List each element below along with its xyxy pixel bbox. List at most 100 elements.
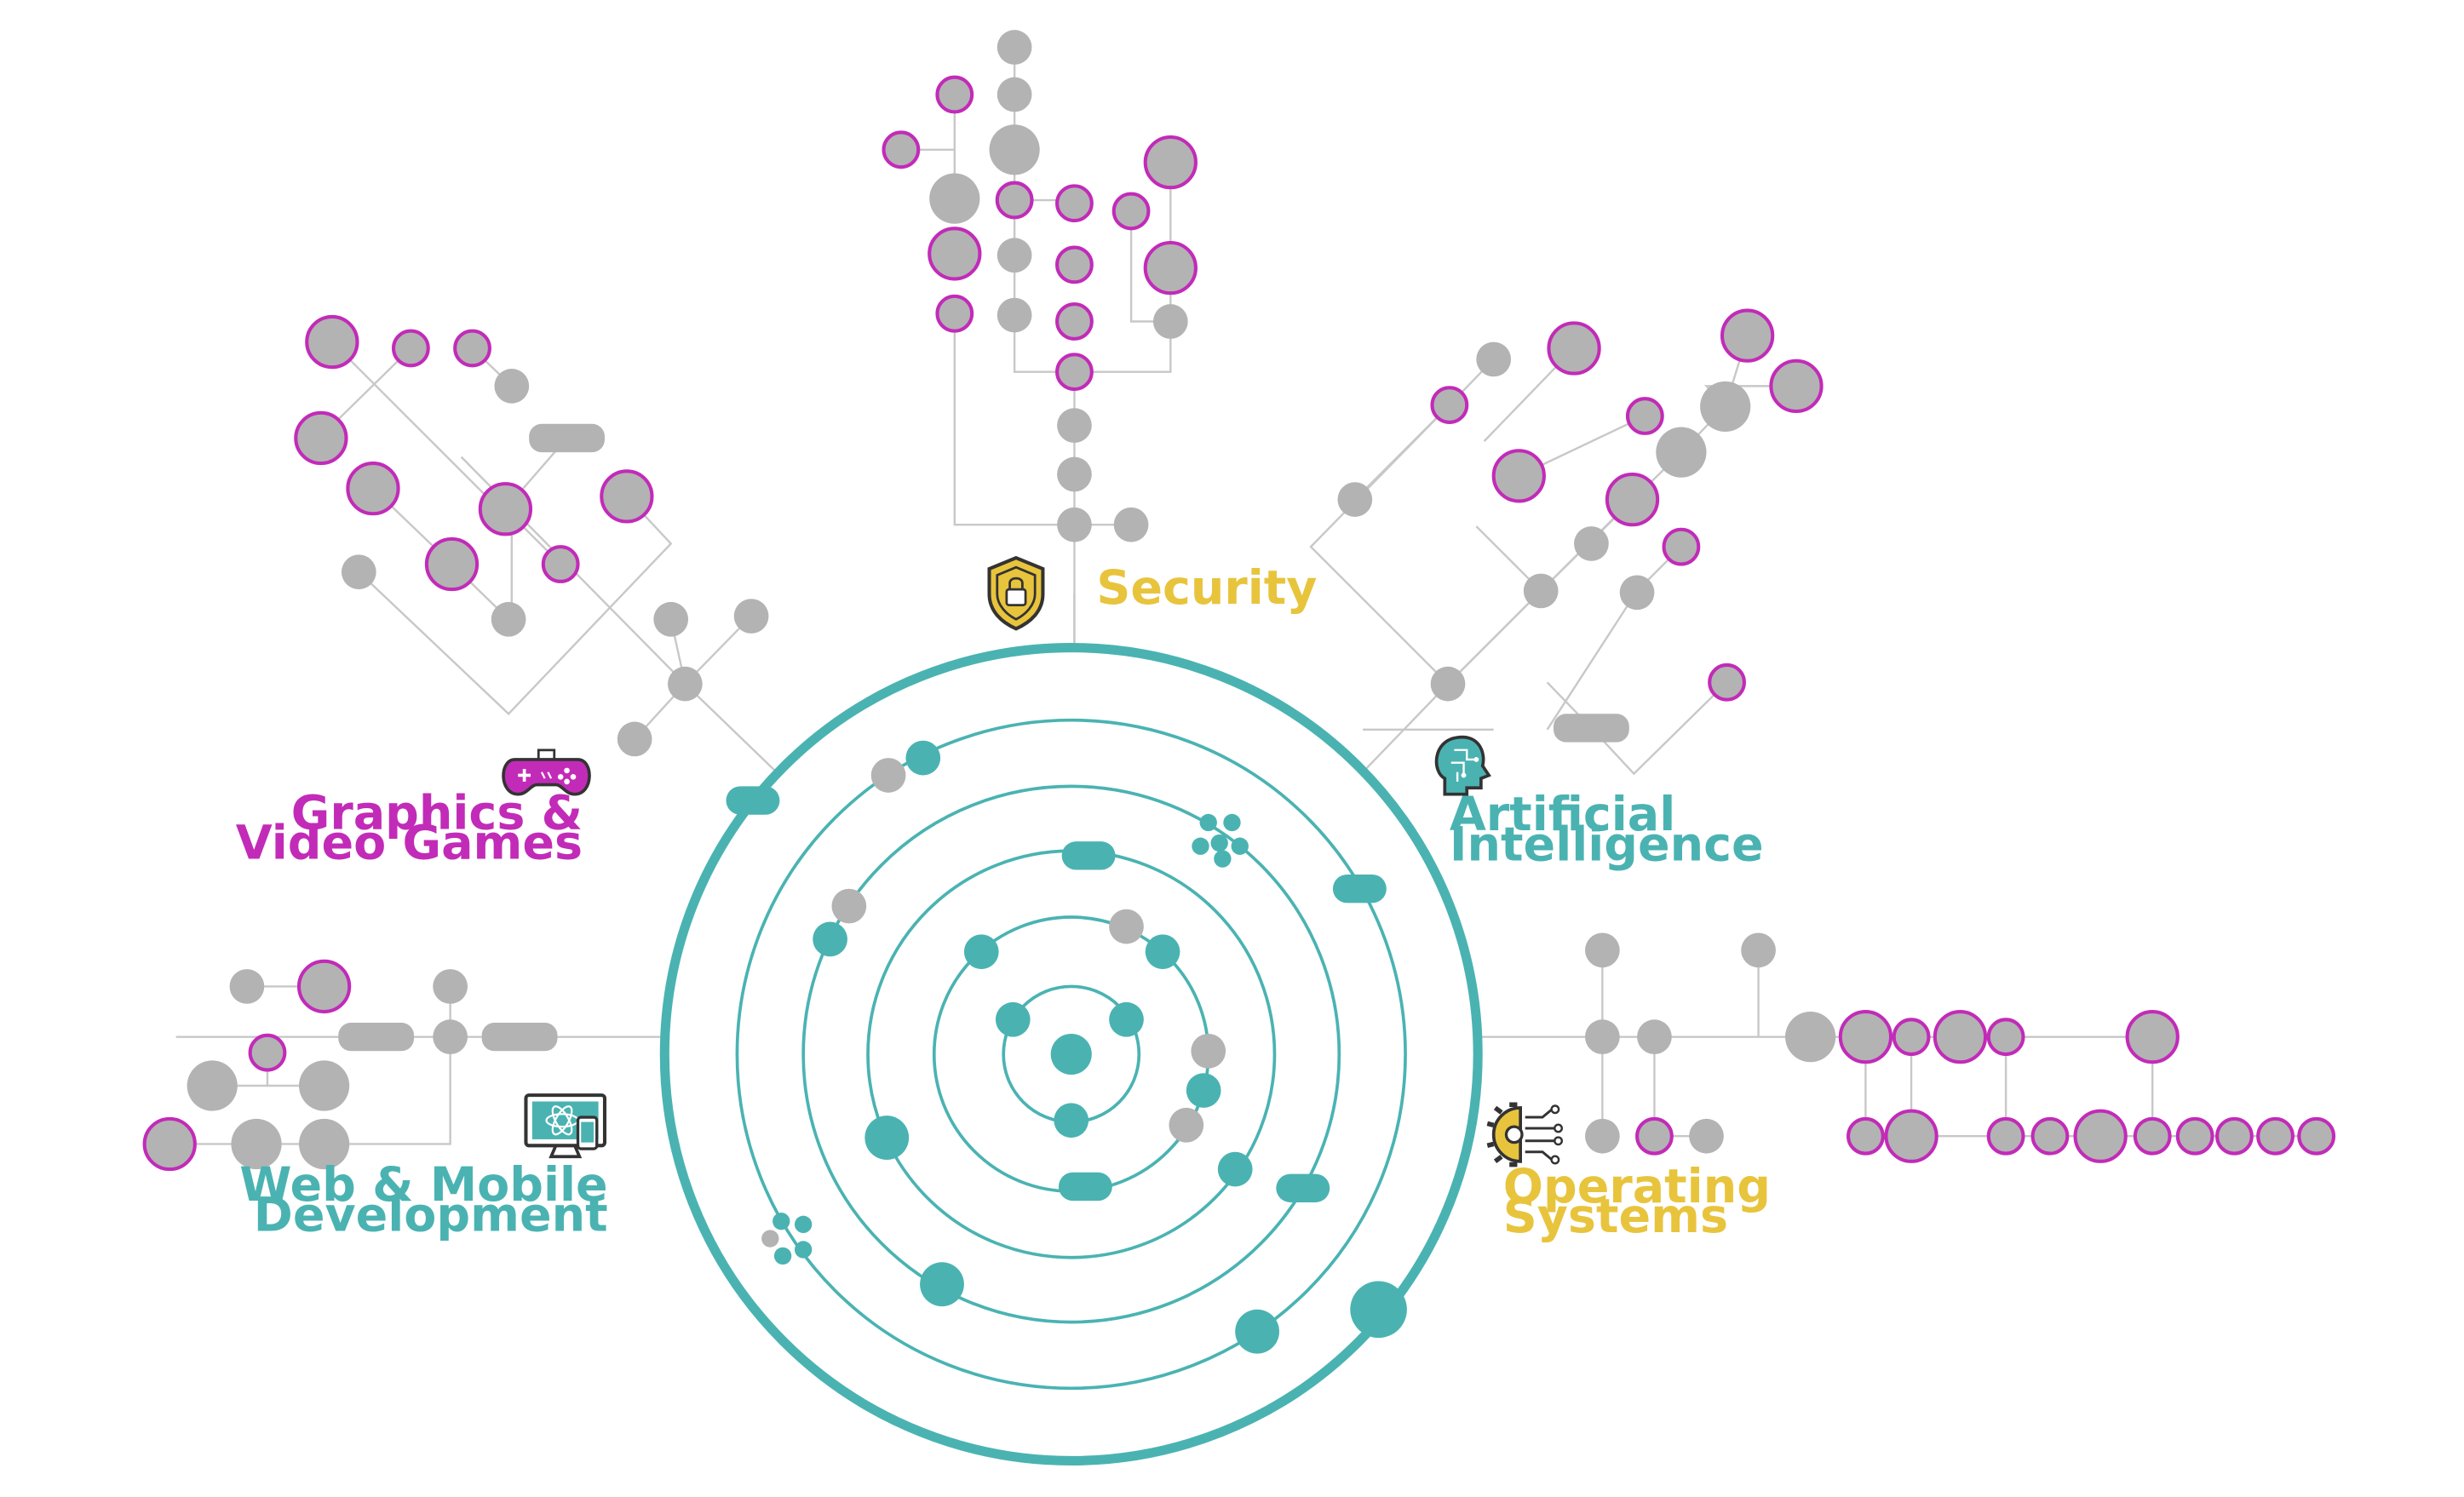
highlighted-node (1635, 1116, 1674, 1156)
highlighted-node (935, 294, 974, 333)
node (997, 30, 1032, 65)
node (298, 1060, 350, 1111)
highlighted-node (928, 227, 982, 281)
highlighted-node (142, 1116, 197, 1172)
orbit-node (963, 934, 999, 970)
connector-line (1353, 404, 1450, 501)
orbit-node (773, 1247, 792, 1265)
ai-category[interactable]: Artificial Intelligence (1434, 735, 1764, 873)
orbit-node (1231, 837, 1249, 855)
highlighted-node (882, 130, 921, 169)
highlighted-node (2215, 1116, 2254, 1156)
node (1637, 1019, 1672, 1055)
orbit-node (1210, 834, 1228, 852)
node (433, 1019, 468, 1055)
graphics-category[interactable]: Graphics & Video Games (236, 748, 591, 871)
highlighted-node (1720, 308, 1775, 363)
highlighted-node (600, 469, 654, 524)
connector-line (1447, 525, 1542, 685)
node (1337, 482, 1373, 517)
node (1585, 932, 1620, 968)
orbit-pill (1058, 1172, 1112, 1202)
os-label-line-1: Operating (1503, 1159, 1771, 1214)
highlighted-node (424, 536, 480, 592)
node (653, 601, 689, 637)
orbit-node (831, 888, 867, 924)
connector-line (358, 496, 673, 715)
orbit-ring (801, 784, 1341, 1324)
connector-line (953, 315, 1075, 526)
highlighted-node (2175, 1116, 2214, 1156)
orbit-node (1350, 1281, 1407, 1339)
highlighted-node (1547, 321, 1601, 376)
node (1700, 381, 1751, 433)
highlighted-node (1111, 192, 1151, 231)
orbit-pill (1061, 841, 1116, 870)
highlighted-node (2133, 1116, 2172, 1156)
orbit-node (1050, 1033, 1092, 1075)
node (617, 721, 652, 757)
connector-line (1309, 358, 1495, 685)
node (1741, 932, 1776, 968)
ai-label-line-1: Artificial (1450, 787, 1675, 842)
node (1057, 507, 1092, 542)
highlighted-node (541, 545, 580, 583)
highlighted-node (294, 410, 348, 466)
orbit-node (1199, 813, 1217, 832)
node (433, 969, 468, 1004)
orbit-node (761, 1230, 779, 1248)
node (229, 969, 265, 1004)
node (1113, 507, 1149, 542)
node (1574, 526, 1609, 561)
orbit-node (813, 921, 847, 957)
highlighted-node (2073, 1109, 2128, 1163)
ai-head-icon (1434, 735, 1491, 796)
orbit-node (1109, 909, 1144, 944)
node (1785, 1012, 1836, 1063)
highlighted-node (1055, 302, 1094, 341)
node (494, 369, 530, 404)
orbit-node (1186, 1073, 1221, 1108)
orbit-ring (735, 718, 1407, 1391)
orbit-node (1109, 1001, 1144, 1037)
shield-lock-icon (987, 555, 1045, 631)
highlighted-node (1430, 386, 1469, 424)
node (929, 173, 980, 224)
highlighted-node (391, 329, 430, 368)
orbit-node (1235, 1309, 1280, 1354)
highlighted-node (1491, 449, 1546, 503)
security-category[interactable]: Security (987, 555, 1318, 631)
highlighted-node (2297, 1116, 2336, 1156)
pill-node (481, 1022, 558, 1052)
highlighted-node (995, 181, 1034, 220)
ai-label-line-2: Intelligence (1450, 817, 1764, 872)
orbit-node (1223, 813, 1241, 832)
orbit-node (995, 1001, 1031, 1037)
node (298, 1118, 350, 1170)
orbit-node (1192, 837, 1209, 855)
highlighted-node (1143, 240, 1198, 295)
node (989, 124, 1040, 175)
graphics-label-line-1: Graphics & (291, 785, 583, 840)
node (733, 599, 769, 634)
highlighted-node (305, 314, 359, 370)
node (187, 1060, 238, 1111)
highlighted-node (346, 462, 400, 516)
node (491, 601, 526, 637)
web-category[interactable]: Web & Mobile Development (239, 1093, 608, 1242)
highlighted-node (248, 1033, 287, 1072)
node (997, 238, 1032, 273)
orbit-node (1214, 850, 1232, 868)
orbit-pill (1276, 1173, 1330, 1202)
highlighted-node (1892, 1018, 1931, 1057)
web-label-line-2: Development (254, 1187, 608, 1242)
graphics-label-line-2: Video Games (236, 816, 583, 871)
highlighted-node (1055, 353, 1094, 392)
branch-nodes (142, 30, 2336, 1172)
os-category[interactable]: Operating Systems (1486, 1102, 1771, 1244)
highlighted-node (1838, 1010, 1893, 1064)
pill-node (1554, 714, 1629, 743)
connector-line (1546, 681, 1728, 776)
node (1689, 1118, 1724, 1154)
highlighted-node (1986, 1116, 2025, 1156)
